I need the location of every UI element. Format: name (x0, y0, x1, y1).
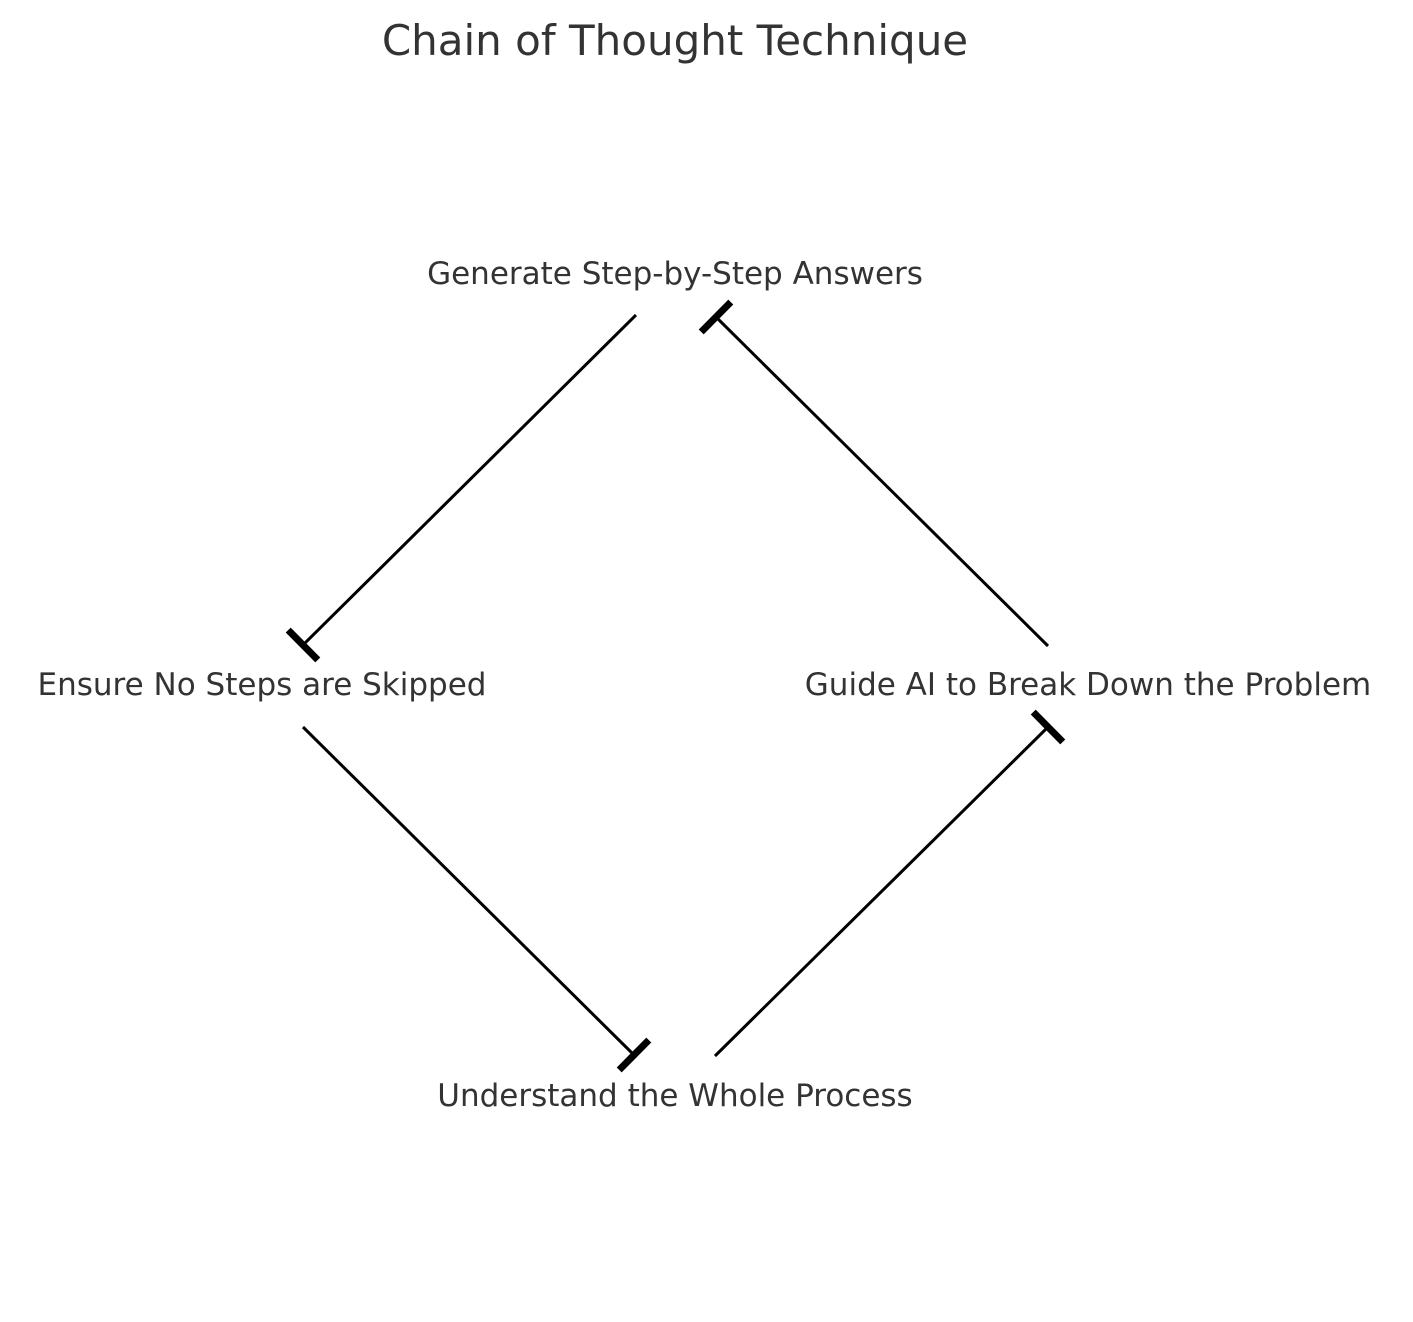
edge-left-to-bottom (301, 725, 636, 1057)
edge-cap-left (285, 627, 321, 663)
edge-top-to-left (301, 313, 638, 647)
edge-cap-bottom (616, 1037, 652, 1073)
edge-right-to-top (714, 315, 1050, 648)
diagram-title: Chain of Thought Technique (382, 16, 968, 65)
edge-cap-top (698, 299, 734, 335)
edge-cap-right (1030, 709, 1066, 745)
node-understand-the-whole-process: Understand the Whole Process (437, 1078, 912, 1114)
node-generate-step-by-step-answers: Generate Step-by-Step Answers (427, 256, 923, 292)
edge-bottom-to-right (713, 725, 1050, 1058)
node-guide-ai-to-break-down-the-problem: Guide AI to Break Down the Problem (805, 667, 1371, 703)
node-ensure-no-steps-are-skipped: Ensure No Steps are Skipped (38, 667, 487, 703)
edges-layer (285, 299, 1066, 1073)
